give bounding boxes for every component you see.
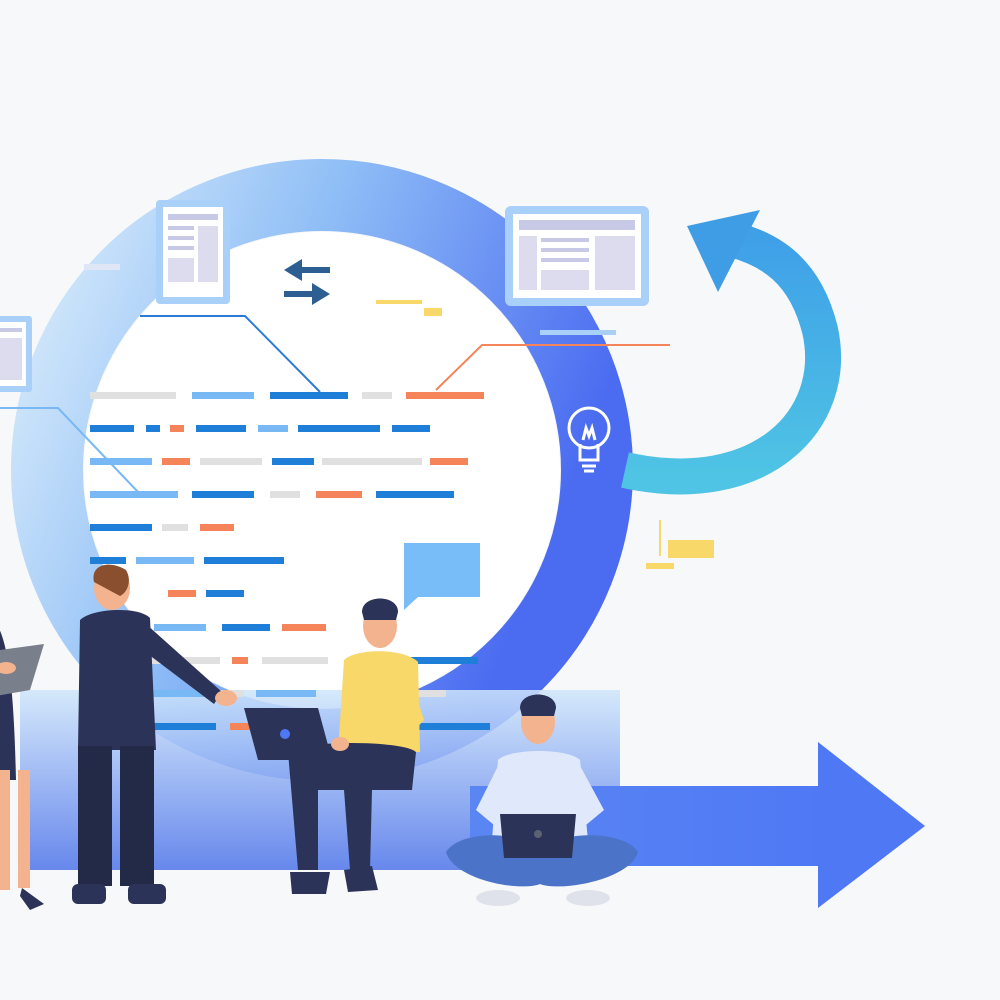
man-sitting-cross-legged — [446, 694, 638, 906]
code-dash — [256, 690, 316, 697]
code-dash — [146, 690, 212, 697]
code-dash — [200, 524, 234, 531]
code-dash — [222, 624, 270, 631]
code-dash — [170, 425, 184, 432]
code-dash — [430, 458, 468, 465]
code-dash — [90, 425, 134, 432]
decor-yellow-marks — [376, 300, 442, 316]
document-icon — [156, 200, 230, 304]
code-dash — [192, 392, 254, 399]
code-dash — [232, 657, 248, 664]
code-dash — [316, 491, 362, 498]
code-dash — [206, 590, 244, 597]
decor-yellow-note — [646, 520, 714, 569]
code-dash — [362, 392, 392, 399]
cycle-arrow-icon — [621, 210, 842, 495]
code-dash — [392, 425, 430, 432]
code-dash — [154, 624, 206, 631]
speech-bubble-icon — [404, 543, 480, 610]
swap-arrows-icon — [284, 259, 330, 305]
code-dash — [146, 723, 216, 730]
code-dash — [90, 557, 126, 564]
lightbulb-icon — [567, 406, 611, 473]
code-dash — [270, 392, 348, 399]
code-dash — [162, 458, 190, 465]
code-dash — [416, 690, 446, 697]
code-dash — [90, 491, 178, 498]
code-dash — [322, 458, 422, 465]
man-in-suit-pointing — [72, 564, 237, 904]
code-dash — [146, 425, 160, 432]
code-dash — [192, 491, 254, 498]
code-dash — [298, 425, 380, 432]
code-dash — [282, 624, 326, 631]
code-dash — [270, 491, 300, 498]
code-dash — [90, 524, 152, 531]
code-dash — [204, 557, 284, 564]
code-dash — [200, 458, 262, 465]
man-in-yellow-with-laptop — [244, 598, 424, 894]
code-dash — [230, 723, 250, 730]
woman-with-tablet — [0, 630, 44, 910]
code-dash — [408, 723, 490, 730]
code-dash — [258, 425, 288, 432]
code-dash — [136, 557, 194, 564]
code-dash — [168, 590, 196, 597]
code-dash — [376, 491, 454, 498]
code-dash — [406, 657, 478, 664]
code-dash — [162, 524, 188, 531]
code-dash — [90, 458, 152, 465]
code-lines — [90, 392, 490, 730]
code-dash — [90, 392, 176, 399]
decor-dash — [84, 264, 120, 270]
monitor-icon — [505, 206, 649, 335]
code-dash — [196, 425, 246, 432]
code-dash — [406, 392, 484, 399]
code-dash — [272, 458, 314, 465]
code-dash — [262, 657, 328, 664]
laptop-icon — [0, 316, 32, 392]
